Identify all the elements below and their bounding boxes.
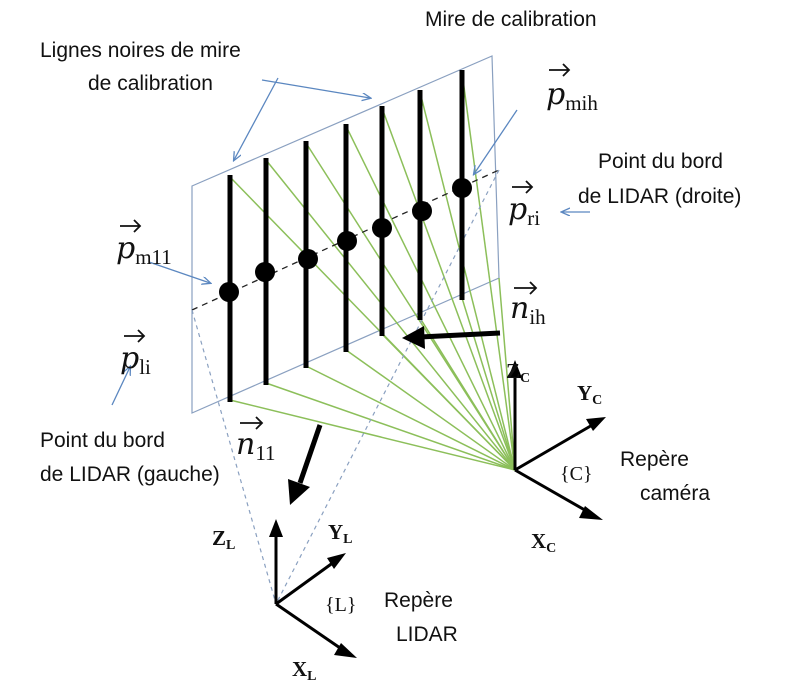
camera-x-axis-label: XC <box>531 529 556 556</box>
camera-projection-lines <box>229 71 516 471</box>
vector-p-li: pli <box>120 329 151 379</box>
lidar-intersection-points <box>219 178 472 302</box>
camera-frame-label-line2: caméra <box>640 482 710 505</box>
black-lines-label-line1: Lignes noires de mire <box>40 39 241 62</box>
lidar-frame-axes <box>269 519 357 658</box>
camera-frame-axes <box>508 360 606 520</box>
normal-arrow-11 <box>288 424 323 505</box>
svg-text:nih: nih <box>510 291 546 329</box>
right-edge-label-line2: de LIDAR (droite) <box>578 185 741 208</box>
lidar-frame-name: {L} <box>325 594 356 616</box>
lidar-frame-label-line2: LIDAR <box>396 623 458 646</box>
camera-frame-label-line1: Repère <box>620 448 689 471</box>
left-edge-label-line1: Point du bord <box>40 429 165 452</box>
normal-arrow-ih <box>402 326 501 349</box>
camera-y-axis-label: YC <box>577 381 602 408</box>
black-lines-label-line2: de calibration <box>88 72 213 95</box>
left-edge-label-line2: de LIDAR (gauche) <box>40 463 220 486</box>
lidar-frame-label-line1: Repère <box>384 589 453 612</box>
camera-frame-name: {C} <box>560 463 593 485</box>
vector-n-11: n11 <box>236 416 276 465</box>
svg-text:pmih: pmih <box>546 77 598 115</box>
camera-z-axis-label: ZC <box>506 359 530 386</box>
svg-text:pm11: pm11 <box>116 231 172 269</box>
right-edge-label-line1: Point du bord <box>598 150 723 173</box>
lidar-x-axis-label: XL <box>292 657 317 684</box>
lidar-z-axis-label: ZL <box>212 526 235 553</box>
annotation-pointers <box>111 77 590 406</box>
vector-p-ri: pri <box>508 180 540 230</box>
vector-n-ih: nih <box>510 281 546 329</box>
svg-text:n11: n11 <box>236 427 276 465</box>
calibration-target-title: Mire de calibration <box>425 8 597 31</box>
svg-text:pri: pri <box>508 192 540 230</box>
vector-p-mih: pmih <box>546 63 598 115</box>
vector-p-m11: pm11 <box>116 219 172 269</box>
svg-text:pli: pli <box>120 341 151 379</box>
lidar-y-axis-label: YL <box>328 520 353 547</box>
